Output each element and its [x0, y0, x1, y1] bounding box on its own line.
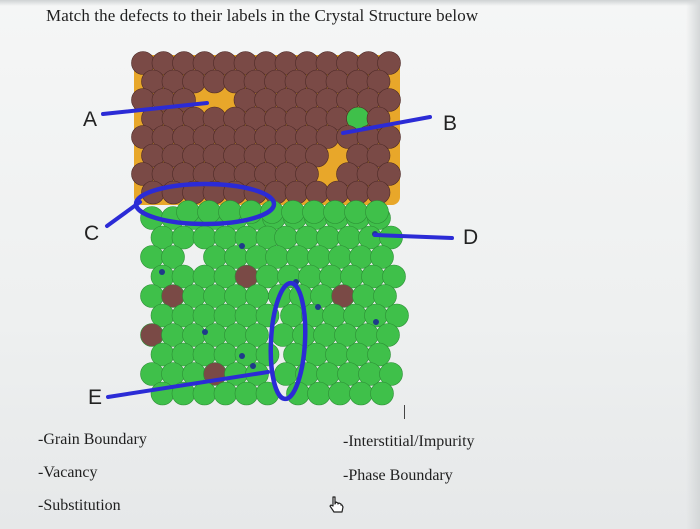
- pointer-line-d: [373, 233, 454, 240]
- question-title: Match the defects to their labels in the…: [46, 6, 479, 25]
- atom-phase2: [161, 245, 185, 269]
- atom-phase1: [295, 162, 319, 186]
- atom-phase2: [234, 381, 259, 406]
- atom-phase1: [366, 143, 391, 168]
- atom-phase2: [328, 381, 352, 406]
- atom-phase2: [302, 200, 326, 224]
- option-substitution: -Substitution: [38, 497, 121, 514]
- pointer-line-a: [101, 101, 209, 116]
- atom-phase1: [305, 180, 329, 205]
- atom-phase2: [281, 200, 305, 224]
- atom-phase1: [377, 51, 401, 75]
- atom-phase2: [344, 200, 368, 224]
- atom-phase2: [307, 381, 331, 406]
- top-shadow: [0, 0, 700, 6]
- right-shadow: [686, 0, 700, 529]
- atom-phase1: [377, 88, 401, 112]
- atom-phase2: [370, 381, 394, 406]
- atom-phase1: [377, 162, 401, 186]
- option-grain-boundary: -Grain Boundary: [38, 431, 147, 448]
- grain-boundary-ellipse: [268, 280, 308, 402]
- label-d: D: [463, 226, 479, 249]
- atom-phase2: [349, 381, 373, 406]
- atom-phase2: [192, 381, 217, 406]
- atom-phase1: [202, 69, 227, 94]
- atom-phase2: [255, 342, 280, 367]
- label-b: B: [443, 112, 458, 135]
- atom-phase1: [264, 180, 288, 205]
- pointer-line-e: [106, 370, 270, 399]
- phase-boundary-ellipse: [133, 181, 277, 227]
- atom-phase2: [176, 200, 200, 224]
- atom-phase2: [367, 342, 391, 367]
- atom-phase2: [245, 323, 269, 347]
- pen-mark: [404, 405, 405, 419]
- label-a: A: [83, 108, 98, 131]
- atom-phase2: [271, 323, 295, 347]
- atom-phase2: [379, 362, 403, 386]
- atom-phase2: [376, 323, 400, 347]
- atom-phase2: [213, 381, 238, 406]
- atom-phase2: [323, 200, 347, 224]
- option-phase-boundary: -Phase Boundary: [343, 467, 453, 484]
- label-e: E: [88, 386, 103, 409]
- atom-phase2: [365, 200, 389, 224]
- interstitial-atom: [239, 243, 245, 249]
- atom-phase2: [373, 284, 397, 308]
- interstitial-atom: [250, 363, 256, 369]
- label-c: C: [84, 222, 100, 245]
- atom-phase2: [385, 303, 409, 328]
- atom-phase1: [284, 180, 309, 205]
- atom-phase2: [197, 200, 221, 224]
- interstitial-atom: [373, 319, 379, 325]
- atom-phase2: [274, 362, 298, 386]
- atom-phase1: [366, 69, 391, 94]
- atom-phase2: [370, 245, 394, 269]
- atom-phase2: [382, 264, 406, 289]
- interstitial-atom: [159, 269, 165, 275]
- option-interstitial-impurity: -Interstitial/Impurity: [343, 433, 475, 450]
- atom-phase1: [305, 143, 329, 168]
- hand-cursor-icon: [328, 496, 344, 519]
- interstitial-atom: [315, 304, 321, 310]
- interstitial-atom: [239, 353, 245, 359]
- option-vacancy: -Vacancy: [38, 464, 98, 481]
- interstitial-atom: [202, 329, 208, 335]
- pointer-line-b: [341, 115, 432, 135]
